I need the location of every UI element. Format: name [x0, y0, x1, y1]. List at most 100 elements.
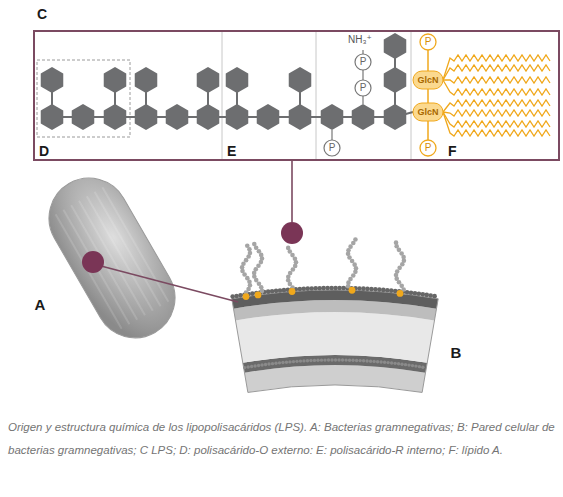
membrane-dot	[329, 286, 334, 291]
bacterium-texture	[102, 187, 168, 301]
bacterium-texture	[56, 214, 122, 328]
o-polysaccharide-region: D	[35, 32, 222, 159]
phosphate-circle	[355, 54, 371, 70]
membrane-dot	[389, 288, 394, 293]
membrane-dot	[355, 359, 358, 362]
bacterium-texture	[63, 210, 129, 324]
membrane-dot	[341, 286, 346, 291]
membrane-dot	[393, 362, 396, 365]
membrane-dot	[361, 286, 366, 291]
membrane-dot	[397, 362, 400, 365]
membrane-dot	[253, 364, 256, 367]
zoom-marker	[82, 251, 104, 273]
membrane-dot	[285, 360, 288, 363]
membrane-dot	[243, 366, 246, 369]
fatty-acid-chain	[443, 100, 550, 112]
lipid-a-region: F	[411, 32, 558, 159]
sugar-ring	[104, 67, 127, 93]
sugar-ring	[41, 67, 64, 93]
sugar-ring	[72, 104, 95, 130]
membrane-layer	[236, 312, 435, 363]
bacterium-texture	[79, 201, 145, 315]
membrane-dot	[313, 286, 318, 291]
section-divider	[222, 32, 223, 159]
membrane-dot	[299, 359, 302, 362]
phosphate-label: P	[360, 57, 367, 67]
sugar-ring	[135, 67, 158, 93]
sugar-ring	[384, 67, 407, 93]
membrane-dot	[381, 288, 386, 293]
membrane-dot	[278, 361, 281, 364]
membrane-dot	[295, 360, 298, 363]
lipid-anchor	[255, 291, 262, 298]
lipid-anchor	[289, 288, 296, 295]
lipid-anchor	[397, 290, 404, 297]
sugar-ring	[104, 104, 127, 130]
sugar-ring	[384, 33, 407, 59]
membrane-dot	[362, 359, 365, 362]
membrane-dot	[327, 358, 330, 361]
lps-chain-bead	[353, 237, 358, 242]
section-letter: C	[37, 7, 47, 21]
membrane-dot	[309, 286, 314, 291]
membrane-dot	[421, 292, 426, 297]
membrane-dot	[385, 288, 390, 293]
membrane-dot	[281, 361, 284, 364]
membrane-dot	[421, 366, 424, 369]
lipid-a-backbone	[427, 42, 429, 148]
sugar-ring	[321, 104, 344, 130]
membrane-dot	[383, 361, 386, 364]
sugar-ring	[166, 104, 189, 130]
section-letter: E	[227, 144, 236, 158]
membrane-dot	[246, 365, 249, 368]
lps-chain-bead	[252, 242, 257, 247]
membrane-dot	[365, 287, 370, 292]
membrane-dot	[292, 360, 295, 363]
section-letter: F	[448, 144, 457, 158]
bacterium-texture	[95, 192, 161, 306]
membrane-dot	[334, 358, 337, 361]
membrane-dot	[278, 288, 283, 293]
membrane-dot	[323, 358, 326, 361]
membrane-dot	[302, 286, 307, 291]
lps-chain-bead	[286, 246, 291, 251]
membrane-dot	[411, 364, 414, 367]
phosphate-circle	[324, 140, 340, 156]
membrane-dot	[424, 293, 429, 298]
part-letter: B	[451, 345, 462, 360]
membrane-dot	[418, 365, 421, 368]
phosphate-circle	[420, 34, 436, 50]
membrane-layer	[244, 365, 425, 392]
membrane-dot	[404, 363, 407, 366]
membrane-dot	[238, 293, 243, 298]
membrane-dot	[386, 361, 389, 364]
membrane-dot	[267, 362, 270, 365]
membrane-dot	[390, 361, 393, 364]
membrane-dot	[333, 286, 338, 291]
membrane-dot	[376, 360, 379, 363]
membrane-dot	[325, 286, 330, 291]
membrane-dot	[298, 287, 303, 292]
zoom-marker	[281, 222, 303, 244]
membrane-dot	[432, 294, 437, 299]
phosphate-label: P	[425, 37, 432, 47]
membrane-dot	[309, 359, 312, 362]
membrane-dot	[348, 358, 351, 361]
membrane-dot	[337, 286, 342, 291]
lps-box: DEFC	[33, 30, 560, 161]
glucosamine-pill	[413, 103, 443, 121]
membrane-dot	[365, 359, 368, 362]
fatty-acid-chain	[443, 112, 550, 127]
membrane-dot	[341, 358, 344, 361]
membrane-dot	[407, 363, 410, 366]
section-divider	[411, 32, 412, 159]
phosphate-label: P	[425, 143, 432, 153]
section-letter: D	[39, 144, 49, 158]
figure-caption: Origen y estructura química de los lipop…	[8, 416, 556, 462]
membrane-dot	[377, 287, 382, 292]
phosphate-circle	[355, 80, 371, 96]
glycosidic-bond	[52, 116, 395, 118]
phosphate-label: P	[329, 143, 336, 153]
membrane-dot	[357, 286, 362, 291]
